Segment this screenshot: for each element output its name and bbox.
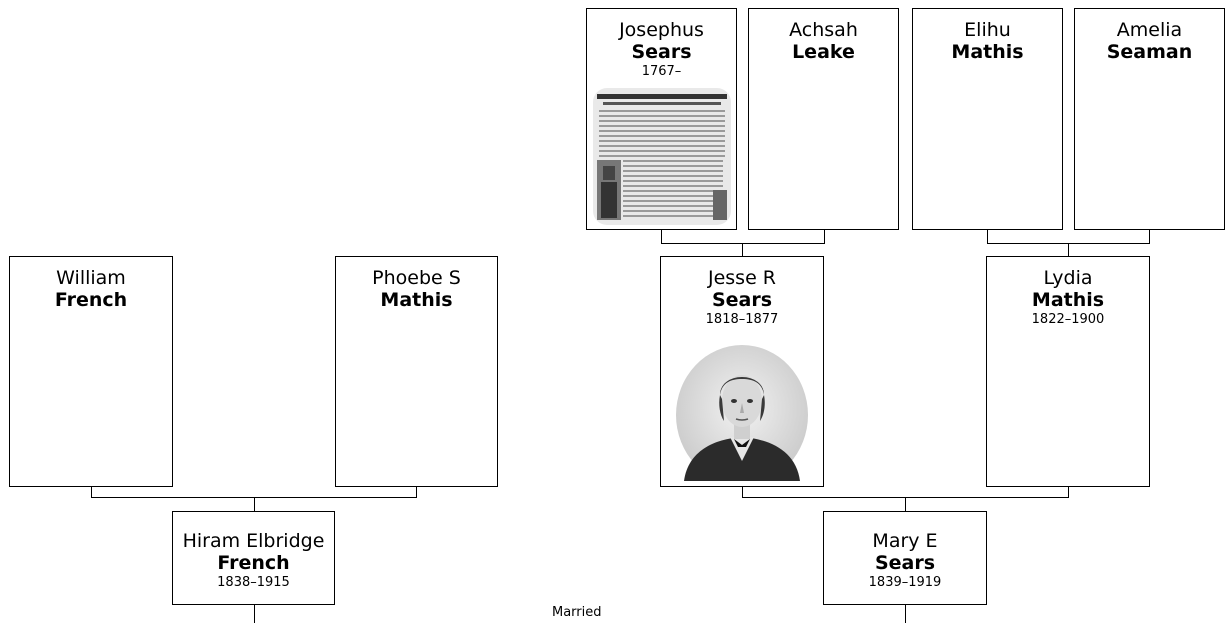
surname: French (217, 552, 290, 574)
person-card-josephus[interactable]: Josephus Sears 1767– (586, 8, 737, 230)
surname: Seaman (1106, 41, 1193, 63)
surname: Mathis (951, 41, 1024, 63)
connector-line (91, 486, 92, 498)
connector-line (987, 230, 988, 244)
person-card-lydia[interactable]: Lydia Mathis 1822–1900 (986, 256, 1150, 487)
connector-line (905, 604, 906, 623)
connector-line (742, 243, 743, 257)
person-card-hiram[interactable]: Hiram Elbridge French 1838–1915 (172, 511, 335, 605)
given-name: Lydia (1043, 267, 1093, 289)
surname: Sears (711, 289, 773, 311)
connector-line (1068, 243, 1069, 257)
connector-line (254, 604, 255, 623)
given-name: Josephus (619, 19, 704, 41)
life-dates: 1818–1877 (705, 312, 779, 327)
given-name: Hiram Elbridge (182, 530, 325, 552)
married-label: Married (552, 605, 602, 620)
connector-line (1068, 486, 1069, 498)
life-dates: 1767– (641, 64, 682, 79)
connector-line (661, 243, 825, 244)
given-name: Elihu (964, 19, 1011, 41)
person-card-jesse[interactable]: Jesse R Sears 1818–1877 (660, 256, 824, 487)
given-name: Mary E (872, 530, 938, 552)
connector-line (742, 486, 743, 498)
connector-line (416, 486, 417, 498)
connector-line (905, 497, 906, 512)
life-dates: 1838–1915 (217, 575, 290, 590)
person-card-william[interactable]: William French (9, 256, 173, 487)
person-card-phoebe[interactable]: Phoebe S Mathis (335, 256, 498, 487)
surname: French (54, 289, 128, 311)
given-name: Amelia (1116, 19, 1183, 41)
surname: Sears (874, 552, 936, 574)
given-name: Jesse R (707, 267, 777, 289)
person-card-achsah[interactable]: Achsah Leake (748, 8, 899, 230)
surname: Sears (631, 41, 692, 63)
person-card-elihu[interactable]: Elihu Mathis (912, 8, 1063, 230)
connector-line (254, 497, 255, 512)
surname: Mathis (1031, 289, 1105, 311)
connector-line (1149, 230, 1150, 244)
surname: Mathis (380, 289, 453, 311)
life-dates: 1822–1900 (1031, 312, 1105, 327)
connector-line (661, 230, 662, 244)
connector-line (824, 230, 825, 244)
given-name: Achsah (789, 19, 858, 41)
document-photo (593, 88, 731, 225)
person-card-amelia[interactable]: Amelia Seaman (1074, 8, 1225, 230)
portrait-photo (676, 345, 808, 481)
surname: Leake (792, 41, 855, 63)
person-card-mary[interactable]: Mary E Sears 1839–1919 (823, 511, 987, 605)
given-name: William (56, 267, 126, 289)
given-name: Phoebe S (372, 267, 461, 289)
life-dates: 1839–1919 (868, 575, 942, 590)
